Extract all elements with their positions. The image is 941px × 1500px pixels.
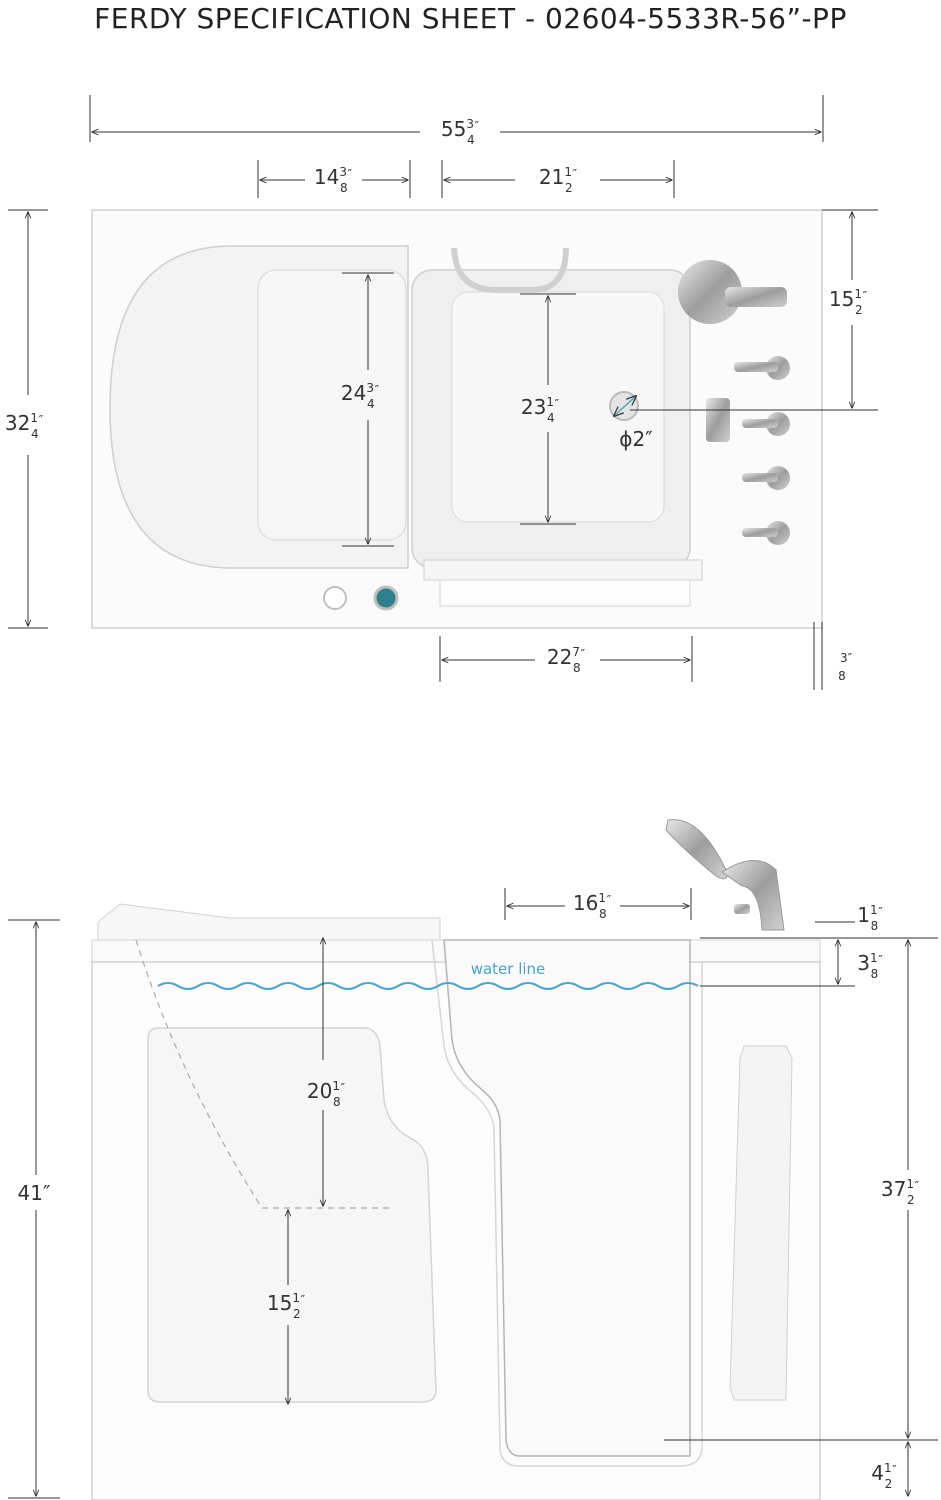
- page-title: FERDY SPECIFICATION SHEET - 02604-5533R-…: [94, 2, 847, 35]
- dim-overall-height: 41″: [18, 1181, 51, 1205]
- water-line-label: water line: [471, 960, 546, 978]
- dim-flange: 3″: [840, 651, 853, 665]
- top-view-tub: [91, 209, 823, 629]
- top-view-dimension-lines: [8, 95, 878, 690]
- dim-flange-den: 8: [838, 669, 846, 683]
- side-view-dimension-lines: [8, 888, 938, 1499]
- side-view-tub: [91, 819, 821, 1500]
- drain-diameter-marker: [614, 396, 636, 416]
- dim-drain-diameter: ϕ2″: [619, 427, 652, 451]
